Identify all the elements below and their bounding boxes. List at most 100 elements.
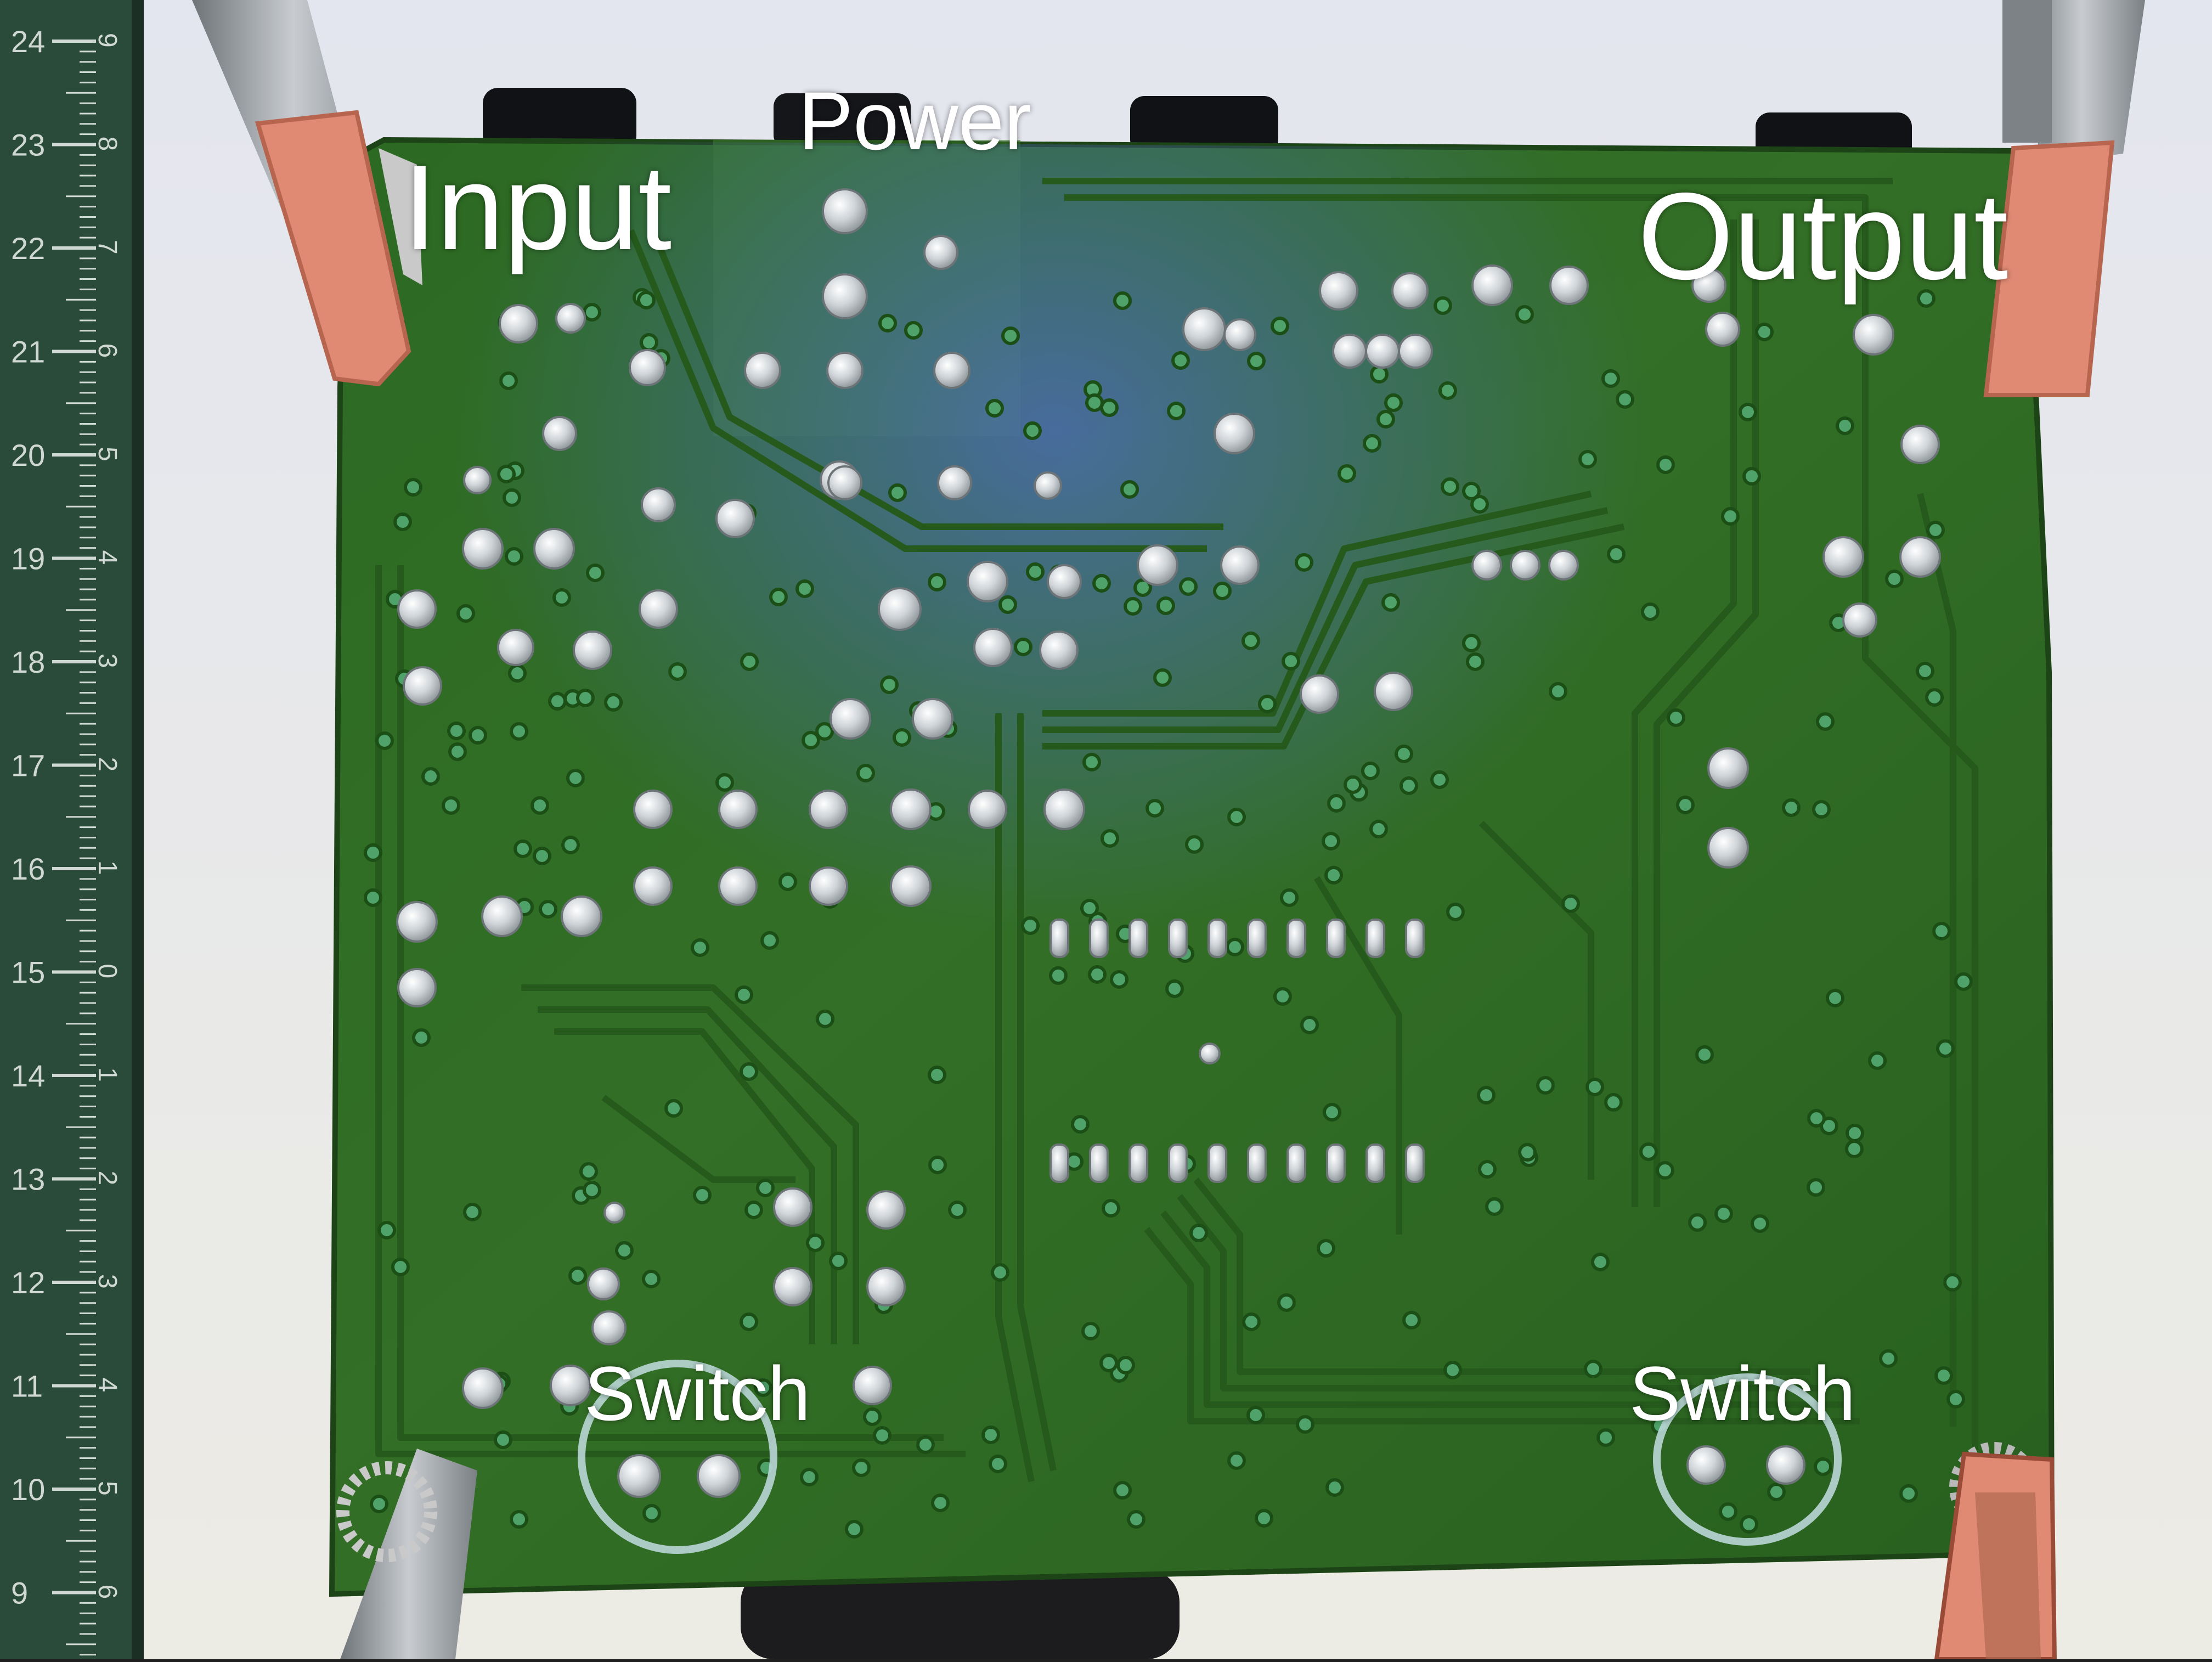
ruler-inch-number: 5 <box>93 1481 122 1496</box>
via <box>1695 1045 1714 1064</box>
via <box>878 314 897 333</box>
via <box>668 662 687 681</box>
via <box>1271 317 1289 335</box>
solder-pad <box>826 352 864 389</box>
via <box>1156 596 1175 615</box>
via <box>579 1162 598 1181</box>
via <box>740 652 759 671</box>
solder-pad <box>809 790 848 829</box>
via <box>456 604 475 623</box>
solder-pad <box>463 466 492 494</box>
via <box>1751 1214 1769 1233</box>
solder-pads <box>396 188 1941 1498</box>
solder-pad <box>773 1267 812 1306</box>
solder-pad <box>555 303 586 334</box>
ruler-cm-number: 15 <box>11 955 45 990</box>
via <box>916 1435 935 1454</box>
via <box>1917 289 1936 308</box>
via <box>735 985 753 1004</box>
ruler-cm-number: 19 <box>11 542 45 576</box>
via <box>829 1252 848 1270</box>
via <box>1868 1051 1887 1070</box>
via <box>505 547 523 566</box>
via <box>845 1520 864 1539</box>
solder-pad <box>462 1367 504 1409</box>
copper-trace <box>1042 507 1609 733</box>
via <box>1585 1078 1604 1096</box>
solder-pad <box>639 589 678 629</box>
solder-pad <box>744 352 781 389</box>
solder-pad <box>937 465 972 500</box>
via <box>1688 1213 1707 1232</box>
solder-pad <box>462 528 504 570</box>
solder-pad <box>912 698 953 740</box>
copper-trace <box>397 565 944 1441</box>
solder-pad <box>715 499 755 538</box>
via <box>1755 323 1774 341</box>
via <box>1344 775 1362 794</box>
via <box>1462 482 1481 500</box>
via <box>795 579 814 598</box>
copper-trace <box>1193 1178 1810 1375</box>
solder-pad <box>1707 827 1749 869</box>
via <box>664 1099 683 1118</box>
via <box>1591 1253 1610 1271</box>
via <box>863 1407 882 1426</box>
solder-pad <box>890 865 932 907</box>
via <box>1578 450 1597 469</box>
via <box>1561 894 1580 913</box>
via <box>1477 1086 1496 1105</box>
solder-pad <box>1374 672 1413 711</box>
via <box>1639 1142 1658 1161</box>
copper-trace <box>1160 1210 1843 1408</box>
ruler-cm-number: 22 <box>11 231 45 266</box>
ruler-inch-number: 6 <box>93 1585 122 1599</box>
solder-pad <box>1199 1043 1221 1064</box>
switch-label-left: Switch <box>584 1350 811 1436</box>
via <box>1676 796 1695 814</box>
via <box>873 1426 891 1445</box>
ruler-cm-number: 17 <box>11 748 45 783</box>
ic-pin-pad <box>1049 1143 1069 1183</box>
via <box>615 1241 634 1260</box>
via <box>948 1201 967 1219</box>
via <box>1826 989 1844 1007</box>
clip-top-right <box>1983 0 2145 397</box>
via <box>893 728 911 747</box>
clip-bottom-right <box>1934 1442 2057 1661</box>
via <box>1767 1483 1786 1501</box>
solder-pad <box>830 698 871 740</box>
solder-pad <box>933 352 970 389</box>
solder-pad <box>397 589 437 629</box>
via <box>539 900 557 919</box>
via <box>412 1028 431 1047</box>
ic-pin-pad <box>1247 1143 1267 1183</box>
via <box>1361 762 1380 780</box>
solder-pad <box>603 1202 625 1224</box>
solder-pad <box>697 1454 741 1498</box>
via <box>744 1201 763 1219</box>
ruler-inch-number: 3 <box>93 653 122 668</box>
via <box>1807 1109 1826 1128</box>
via <box>1742 467 1761 486</box>
via <box>1518 1143 1537 1162</box>
solder-pad <box>550 1365 591 1406</box>
via <box>1478 1160 1497 1179</box>
solder-pad <box>1842 602 1877 638</box>
via <box>981 1426 1000 1444</box>
via <box>1926 521 1945 539</box>
via <box>370 1495 388 1513</box>
via <box>1167 402 1186 420</box>
solder-pad <box>1043 788 1085 830</box>
via <box>393 512 412 531</box>
via <box>693 1186 712 1204</box>
ruler-cm-number: 14 <box>11 1058 45 1093</box>
via <box>442 796 460 815</box>
solder-pad <box>1766 1445 1805 1485</box>
via <box>1100 398 1119 417</box>
input-label: Input <box>403 140 672 275</box>
solder-pad <box>1137 544 1178 586</box>
via <box>469 726 487 745</box>
